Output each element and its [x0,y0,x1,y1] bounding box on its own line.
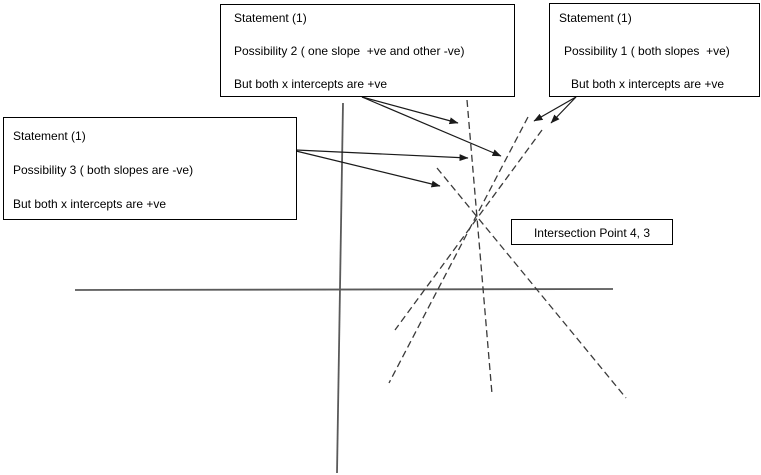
statement-label: Statement (1) [559,11,632,25]
statement1-possibility3-box: Statement (1) Possibility 3 ( both slope… [3,117,297,220]
y-axis [336,102,344,474]
arrow-p1-to-positive-shallow [550,96,577,124]
statement1-possibility1-box: Statement (1) Possibility 1 ( both slope… [549,3,760,97]
statement1-possibility2-box: Statement (1) Possibility 2 ( one slope … [220,4,515,97]
possibility-label: Possibility 1 ( both slopes +ve) [564,44,730,58]
arrow-p1-to-positive-steep [533,96,577,122]
arrow-p3-to-negative-steep [295,149,469,162]
statement-label: Statement (1) [234,11,307,25]
line-negative-moderate [436,167,627,399]
intersection-point-label: Intersection Point 4, 3 [533,226,651,240]
arrow-p3-to-negative-moderate [295,150,441,188]
line-positive-steep [388,116,529,384]
arrow-p2-to-negative-line [361,96,459,125]
possibility-label: Possibility 3 ( both slopes are -ve) [13,163,194,177]
possibility-label: Possibility 2 ( one slope +ve and other … [234,44,465,58]
x-axis [74,288,614,291]
line-negative-steep [466,99,493,395]
intercepts-label: But both x intercepts are +ve [234,77,388,91]
intercepts-label: But both x intercepts are +ve [13,197,167,211]
arrow-p2-to-positive-line [361,96,502,157]
intersection-point-label-box: Intersection Point 4, 3 [511,219,673,245]
line-positive-shallow [394,129,543,331]
statement-label: Statement (1) [13,129,86,143]
intercepts-label: But both x intercepts are +ve [571,77,725,91]
